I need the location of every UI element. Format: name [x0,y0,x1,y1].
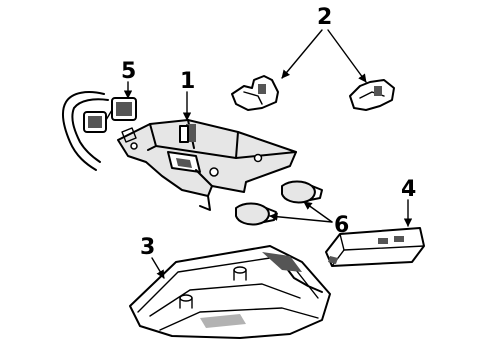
bulb-part-lower [235,202,277,226]
lens-part [325,227,425,267]
callout-6: 6 [334,213,349,238]
leader-lines [123,29,413,279]
callout-5: 5 [121,59,136,84]
leader-2b [327,29,367,83]
clip-part-left [231,75,279,111]
callout-3: 3 [140,235,155,260]
bulb-part-upper [281,180,323,204]
leader-6a [303,201,333,223]
leader-2a [281,29,323,79]
leader-3 [151,257,165,279]
wiring-harness-part [62,91,137,171]
clip-part-right [349,79,395,111]
callout-4: 4 [401,177,416,202]
leader-6b [269,212,333,223]
console-housing-part [129,245,331,339]
mounting-bracket-part [117,119,297,211]
callout-1: 1 [180,69,195,94]
callout-2: 2 [317,5,332,30]
